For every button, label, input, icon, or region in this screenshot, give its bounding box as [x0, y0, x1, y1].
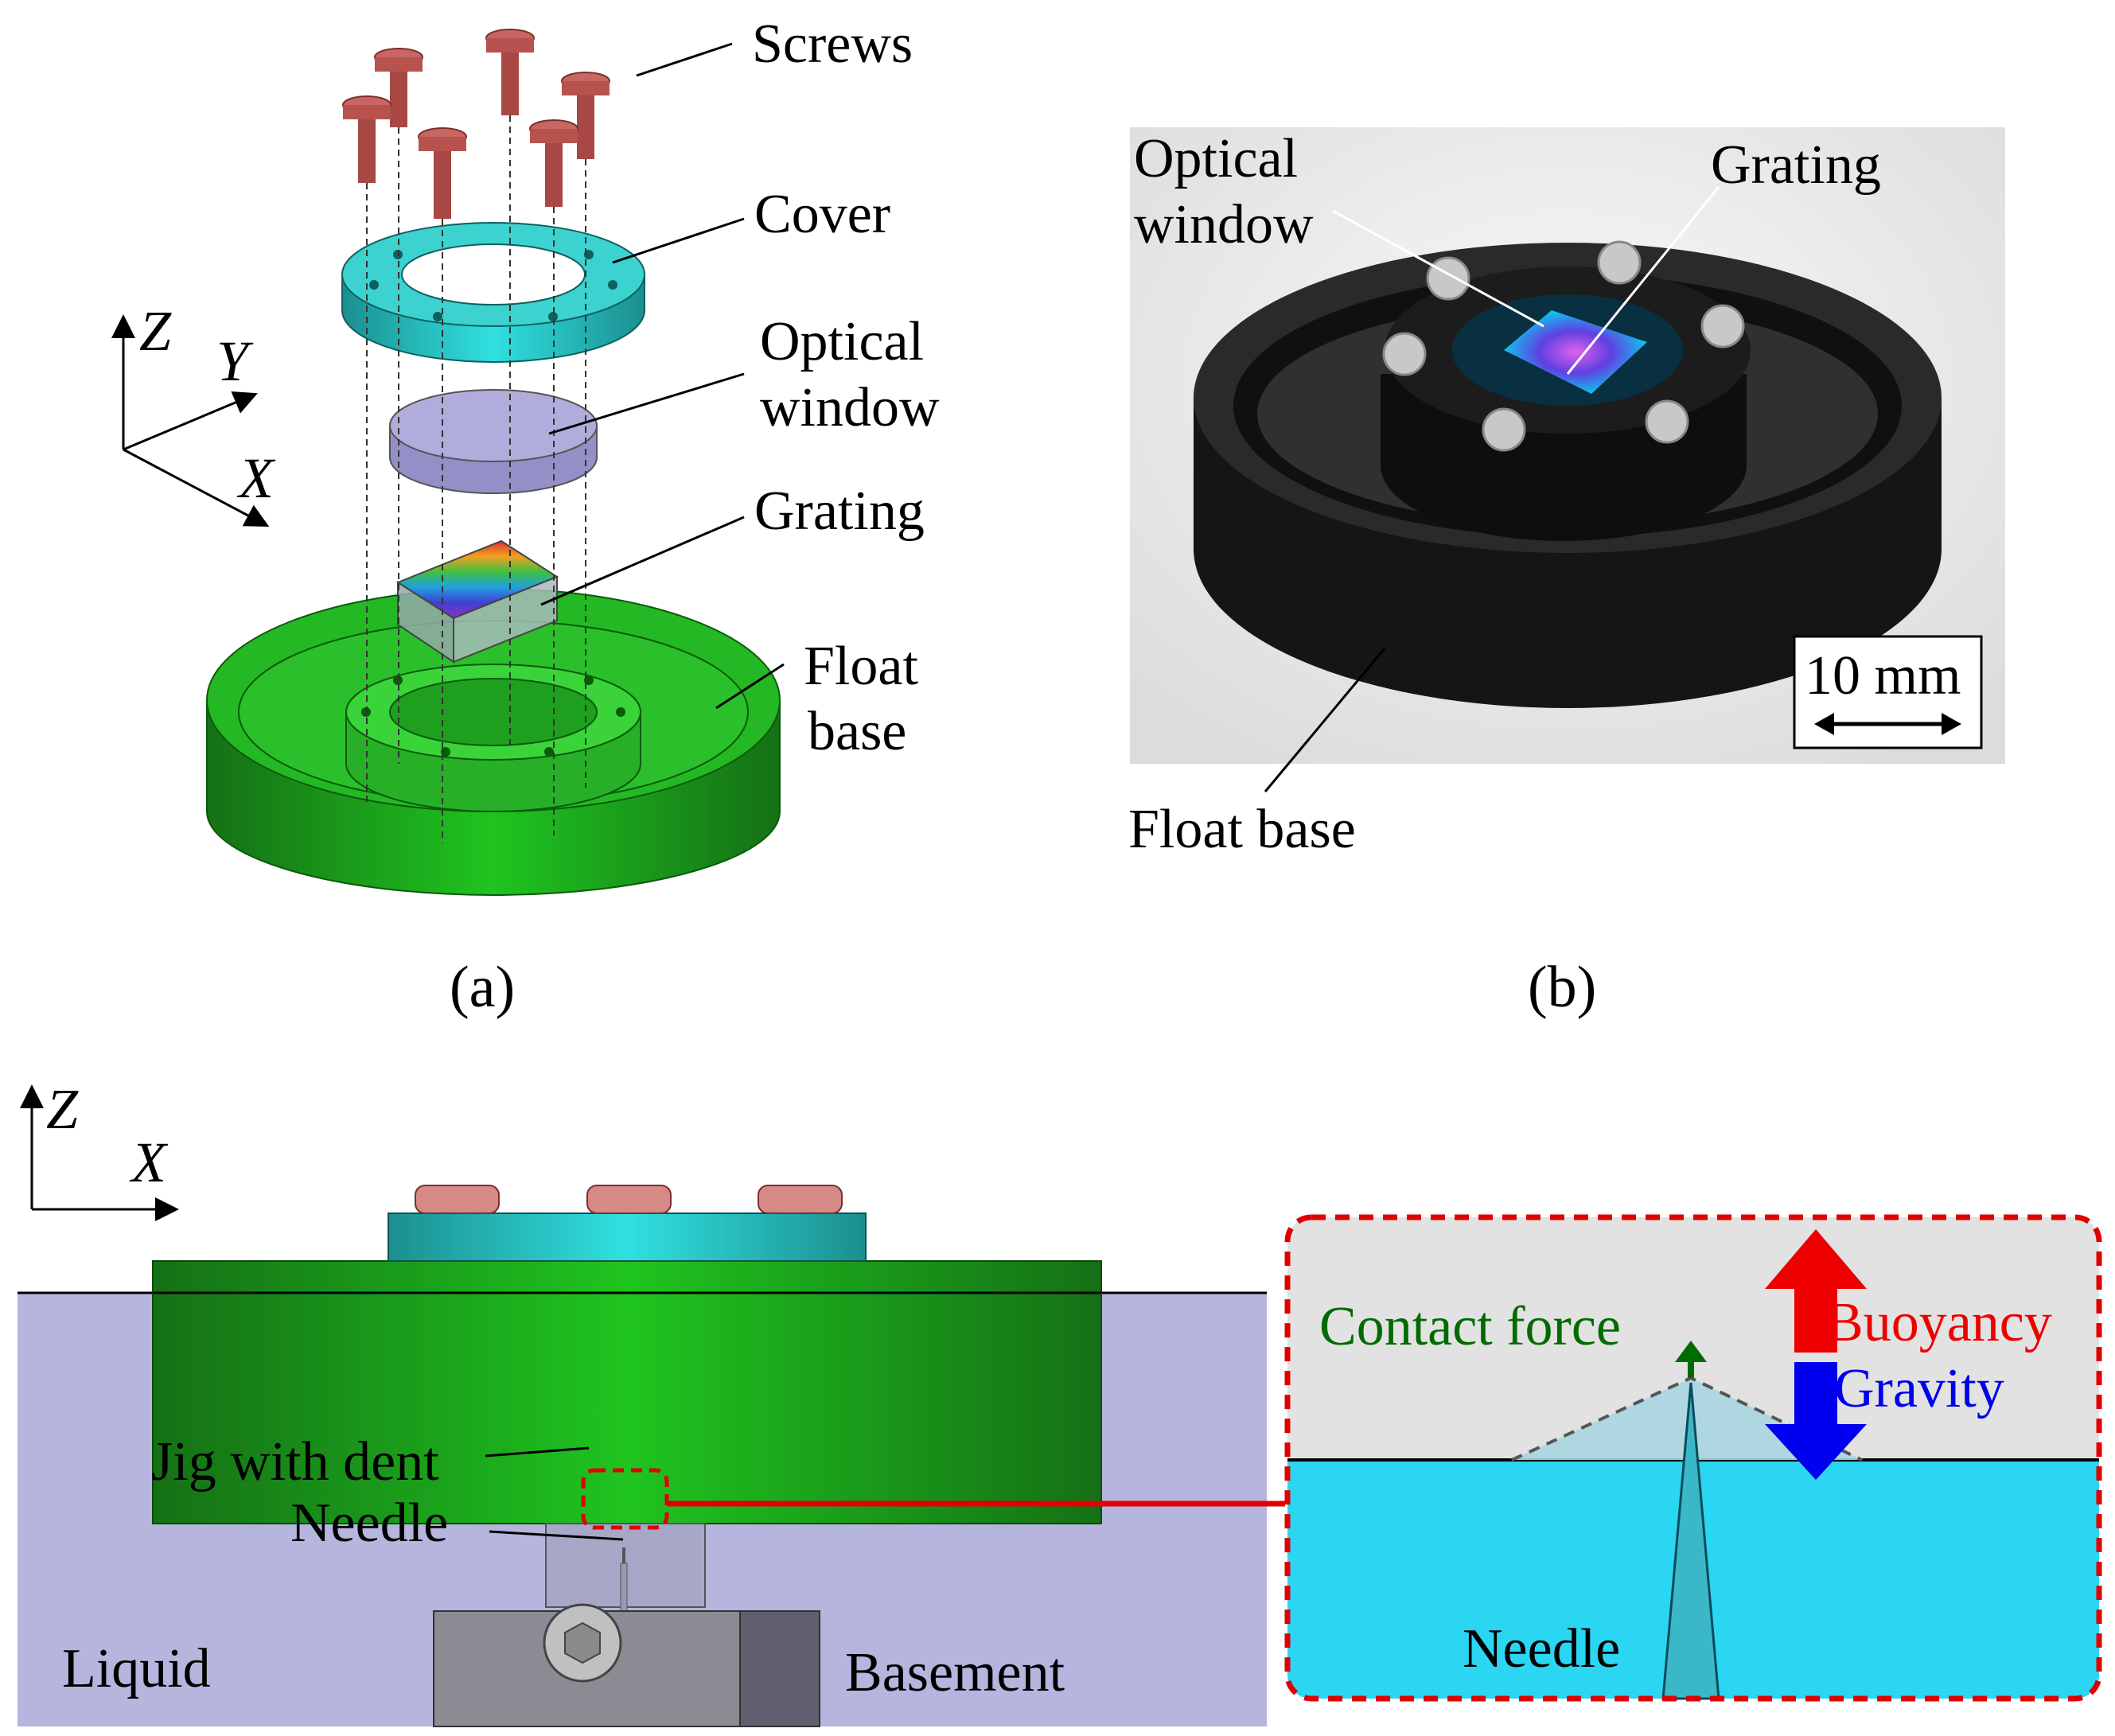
- grating-3d: [395, 539, 559, 664]
- gravity-arrow: [1765, 1362, 1867, 1480]
- label-b-grating: Grating: [1711, 134, 1881, 196]
- axis-label-z: Z: [139, 299, 172, 363]
- side-view-float: [152, 1185, 1102, 1612]
- label-inset-needle: Needle: [1463, 1618, 1620, 1680]
- contact-force-arrow: [1675, 1341, 1707, 1362]
- basement: [433, 1603, 820, 1727]
- caption-a: (a): [450, 955, 515, 1020]
- screws-3d: [342, 29, 610, 219]
- panel-a: Screws Cover Optical window Grating Floa…: [111, 14, 940, 1020]
- label-basement: Basement: [845, 1642, 1065, 1703]
- label-b-optical-window-line2: window: [1134, 194, 1314, 255]
- scale-bar-label: 10 mm: [1805, 645, 1961, 706]
- label-float-base-line2: base: [808, 701, 906, 762]
- label-contact-force: Contact force: [1319, 1296, 1621, 1357]
- label-jig-with-dent: Jig with dent: [151, 1431, 439, 1493]
- axis-label-y: Y: [216, 329, 254, 393]
- axis-label-x: X: [236, 446, 276, 510]
- screw: [418, 127, 467, 219]
- label-b-optical-window-line1: Optical: [1134, 128, 1298, 189]
- label-optical-window-line1: Optical: [760, 311, 924, 372]
- scale-bar: 10 mm: [1793, 635, 1983, 749]
- caption-b: (b): [1528, 955, 1596, 1020]
- assembly-lines: [366, 115, 586, 843]
- label-cover: Cover: [754, 184, 890, 245]
- zoom-box: [581, 1468, 669, 1530]
- cover-3d: [341, 222, 645, 363]
- label-buoyancy: Buoyancy: [1826, 1292, 2052, 1353]
- photo-float-base: [1194, 240, 1942, 708]
- label-liquid: Liquid: [62, 1638, 211, 1699]
- panel-b: Optical window Grating Float base 10 mm …: [1128, 127, 2005, 1020]
- axis-c-label-x: X: [129, 1131, 169, 1194]
- label-b-float-base: Float base: [1128, 799, 1356, 860]
- label-grating: Grating: [754, 481, 925, 542]
- label-screws: Screws: [752, 14, 913, 75]
- label-float-base-line1: Float: [804, 636, 918, 697]
- optical-window-3d: [389, 389, 598, 494]
- panel-c: Z X Jig with dent Needle Liquid: [18, 1077, 2102, 1727]
- axes-c: Z X: [20, 1077, 179, 1221]
- screw: [374, 48, 423, 127]
- buoyancy-arrow: [1765, 1229, 1867, 1353]
- axis-c-label-z: Z: [46, 1077, 79, 1141]
- label-gravity: Gravity: [1834, 1358, 2004, 1419]
- screw: [485, 29, 535, 115]
- inset-detail: Contact force Buoyancy Gravity Needle: [1284, 1214, 2102, 1702]
- screw: [342, 95, 391, 183]
- label-needle: Needle: [290, 1493, 448, 1554]
- screw: [529, 119, 578, 207]
- label-optical-window-line2: window: [760, 377, 940, 438]
- screw: [561, 72, 610, 159]
- axes-a: Z Y X: [111, 299, 276, 527]
